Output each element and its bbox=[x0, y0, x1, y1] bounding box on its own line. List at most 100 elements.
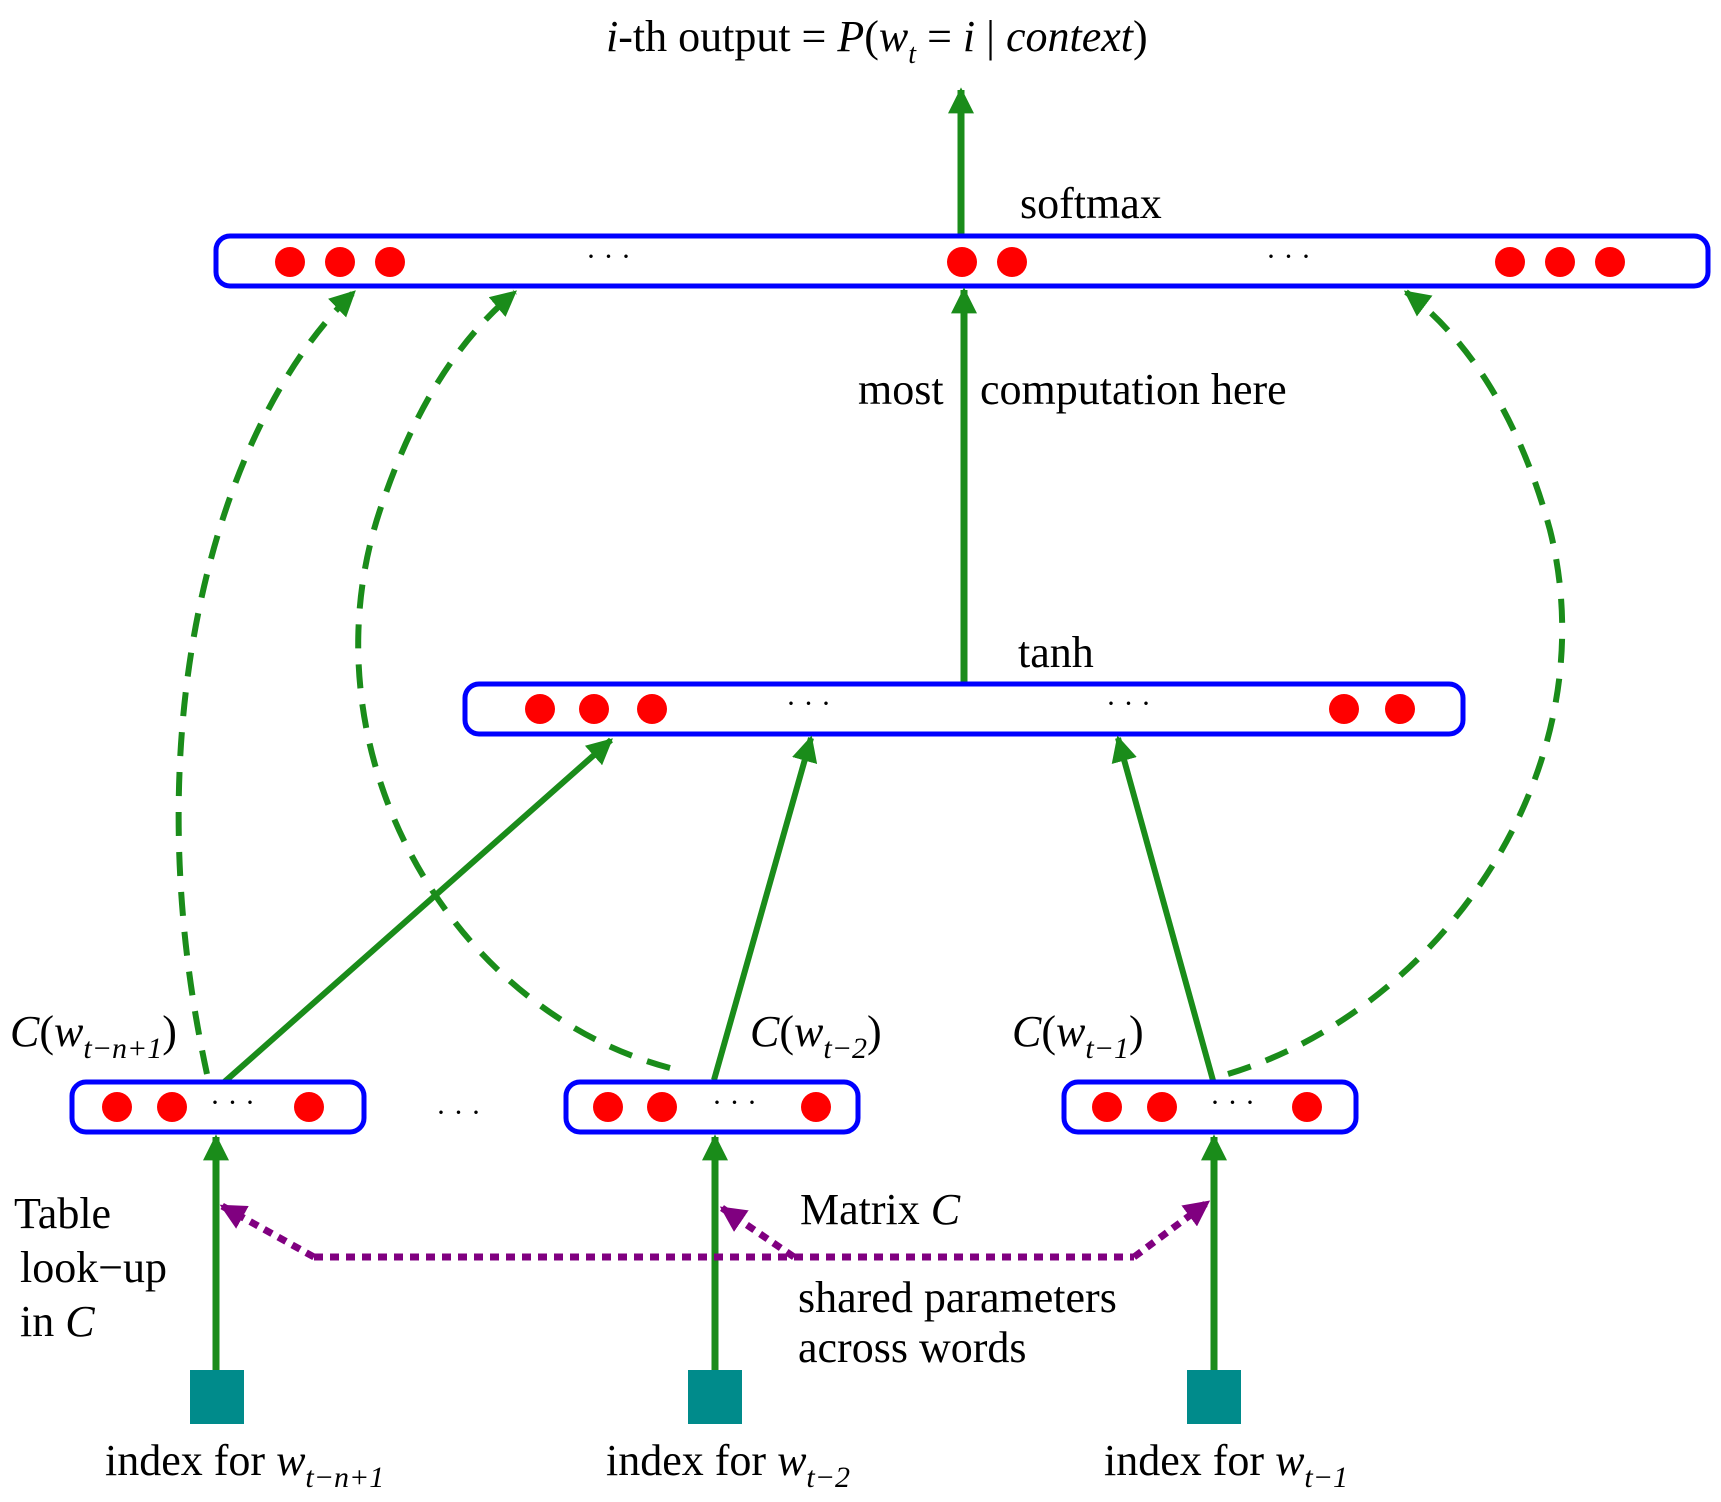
output-label-bar: | bbox=[975, 12, 1006, 61]
tanh-label: tanh bbox=[1018, 628, 1094, 677]
tanh-unit bbox=[525, 694, 555, 724]
lookup-label-line3: in C bbox=[20, 1297, 95, 1346]
output-label-eq: = bbox=[916, 12, 963, 61]
index-label-text: index for bbox=[105, 1436, 276, 1485]
feature-label-sub: t−1 bbox=[1085, 1032, 1129, 1065]
index-label: index for wt−n+1 bbox=[105, 1436, 384, 1494]
direct-connection-arrow bbox=[1227, 289, 1566, 1077]
softmax-unit bbox=[1595, 247, 1625, 277]
tanh-units bbox=[525, 694, 1415, 724]
softmax-unit bbox=[275, 247, 305, 277]
index-label: index for wt−2 bbox=[606, 1436, 850, 1494]
most-label: most bbox=[858, 365, 944, 414]
tanh-ellipsis: · · · bbox=[786, 687, 831, 720]
output-label: i-th output = P(wt = i | context) bbox=[606, 12, 1148, 70]
feature-vector-box bbox=[563, 1079, 861, 1135]
shared-parameters-arrow bbox=[719, 1205, 796, 1260]
lookup-label-line2: look−up bbox=[20, 1243, 167, 1292]
lookup-label-C: C bbox=[65, 1297, 95, 1346]
feature-label-open: ( bbox=[779, 1007, 794, 1056]
output-label-context: context bbox=[1006, 12, 1135, 61]
tanh-unit bbox=[1329, 694, 1359, 724]
softmax-unit bbox=[375, 247, 405, 277]
softmax-ellipsis: · · · bbox=[1266, 240, 1311, 273]
feature-to-tanh-arrow bbox=[711, 735, 818, 1081]
feature-unit bbox=[294, 1092, 324, 1122]
feature-label-close: ) bbox=[1129, 1007, 1144, 1056]
shared-parameters-arrow bbox=[219, 1202, 316, 1261]
feature-label-open: ( bbox=[39, 1007, 54, 1056]
tanh-unit bbox=[637, 694, 667, 724]
feature-label-w: w bbox=[794, 1007, 824, 1056]
feature-to-tanh-arrow bbox=[220, 737, 613, 1087]
softmax-unit bbox=[1545, 247, 1575, 277]
feature-label-close: ) bbox=[162, 1007, 177, 1056]
feature-to-tanh-arrow bbox=[1111, 735, 1217, 1085]
softmax-unit bbox=[1495, 247, 1525, 277]
feature-label-C: C bbox=[10, 1007, 40, 1056]
feature-label: C(wt−n+1) bbox=[10, 1007, 177, 1065]
index-label: index for wt−1 bbox=[1104, 1436, 1348, 1494]
feature-vector-box bbox=[1061, 1079, 1359, 1135]
feature-unit bbox=[157, 1092, 187, 1122]
feature-label-close: ) bbox=[867, 1007, 882, 1056]
feature-label: C(wt−2) bbox=[750, 1007, 882, 1065]
index-label-sub: t−2 bbox=[806, 1461, 850, 1494]
matrix-label-C: C bbox=[931, 1185, 961, 1234]
feature-ellipsis: · · · bbox=[1210, 1086, 1255, 1119]
index-label-text: index for bbox=[606, 1436, 777, 1485]
index-box bbox=[1187, 1370, 1241, 1424]
between-vectors-ellipsis: · · · bbox=[436, 1096, 481, 1129]
feature-label-sub: t−n+1 bbox=[83, 1032, 162, 1065]
feature-ellipsis: · · · bbox=[712, 1086, 757, 1119]
tanh-ellipsis: · · · bbox=[1106, 687, 1151, 720]
output-label-w-sub: t bbox=[908, 39, 917, 70]
softmax-ellipsis: · · · bbox=[586, 240, 631, 273]
feature-label: C(wt−1) bbox=[1012, 1007, 1144, 1065]
shared-label-line2: across words bbox=[798, 1323, 1027, 1372]
softmax-label: softmax bbox=[1020, 179, 1162, 228]
shared-label-line1: shared parameters bbox=[798, 1273, 1117, 1322]
computation-label: computation here bbox=[980, 365, 1287, 414]
feature-unit bbox=[647, 1092, 677, 1122]
softmax-unit bbox=[325, 247, 355, 277]
index-label-w: w bbox=[1275, 1436, 1305, 1485]
softmax-unit bbox=[947, 247, 977, 277]
lookup-label-line1: Table bbox=[14, 1189, 111, 1238]
output-label-rest: -th output = bbox=[618, 12, 837, 61]
feature-unit bbox=[102, 1092, 132, 1122]
feature-unit bbox=[1092, 1092, 1122, 1122]
tanh-unit bbox=[579, 694, 609, 724]
feature-ellipsis: · · · bbox=[210, 1086, 255, 1119]
output-label-i: i bbox=[606, 12, 618, 61]
feature-label-w: w bbox=[54, 1007, 84, 1056]
feature-vector-box bbox=[69, 1079, 367, 1135]
matrix-label-text: Matrix bbox=[800, 1185, 931, 1234]
matrix-label: Matrix C bbox=[800, 1185, 961, 1234]
feature-label-C: C bbox=[750, 1007, 780, 1056]
softmax-units bbox=[275, 247, 1625, 277]
output-label-open: ( bbox=[864, 12, 879, 61]
feature-label-open: ( bbox=[1041, 1007, 1056, 1056]
feature-unit bbox=[1292, 1092, 1322, 1122]
output-label-close: ) bbox=[1133, 12, 1148, 61]
tanh-unit bbox=[1385, 694, 1415, 724]
index-label-w: w bbox=[276, 1436, 306, 1485]
feature-unit bbox=[801, 1092, 831, 1122]
index-box bbox=[688, 1370, 742, 1424]
feature-label-C: C bbox=[1012, 1007, 1042, 1056]
direct-connection-arrow bbox=[175, 289, 357, 1075]
feature-label-sub: t−2 bbox=[823, 1032, 867, 1065]
index-label-sub: t−1 bbox=[1304, 1461, 1348, 1494]
output-label-i2: i bbox=[963, 12, 975, 61]
index-label-sub: t−n+1 bbox=[305, 1461, 384, 1494]
output-label-w: w bbox=[879, 12, 909, 61]
output-label-P: P bbox=[836, 12, 864, 61]
feature-unit bbox=[593, 1092, 623, 1122]
direct-connection-arrow bbox=[355, 289, 671, 1071]
index-label-w: w bbox=[777, 1436, 807, 1485]
feature-label-w: w bbox=[1056, 1007, 1086, 1056]
index-box bbox=[190, 1370, 244, 1424]
